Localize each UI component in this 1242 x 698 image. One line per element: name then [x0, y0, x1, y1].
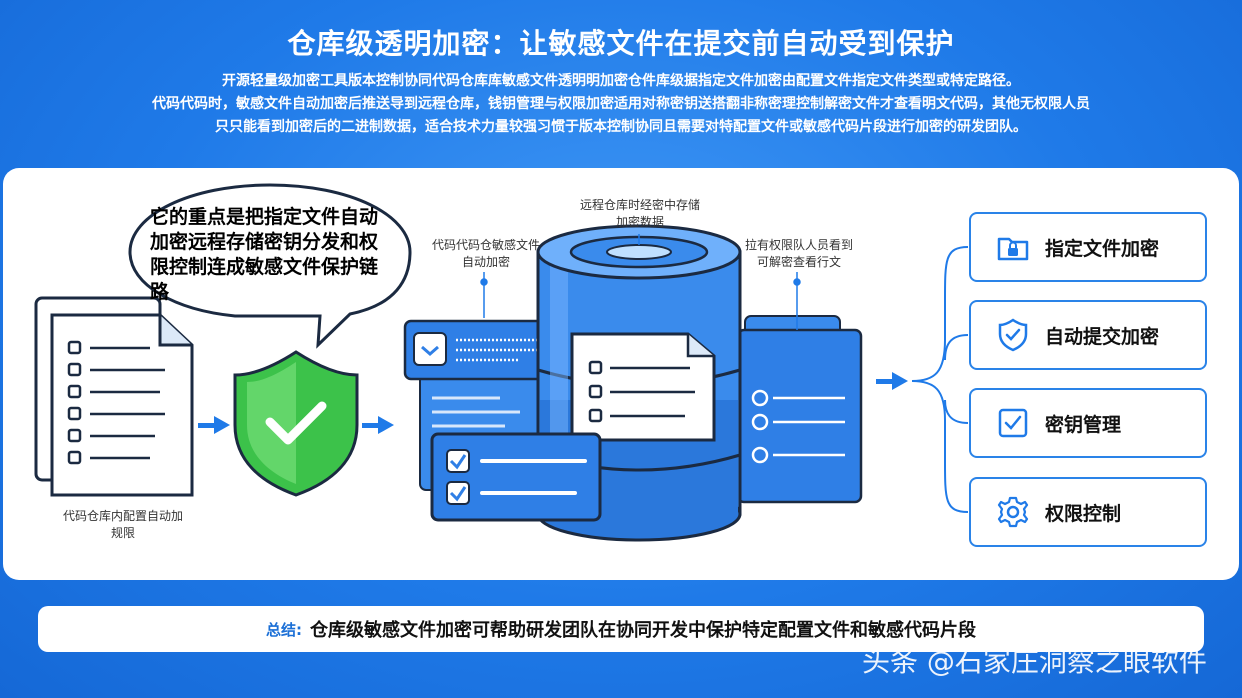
feature-auto-commit-encryption: 自动提交加密 [969, 300, 1207, 370]
feature-access-control: 权限控制 [969, 477, 1207, 547]
caption-pointers [480, 234, 801, 330]
arrow-icon [198, 372, 908, 434]
watermark: 头条 @石家庄洞察之眼软件 [862, 645, 1207, 678]
feature-label: 权限控制 [1045, 502, 1122, 525]
feature-label: 自动提交加密 [1045, 325, 1160, 348]
folder-lock-icon [997, 237, 1029, 261]
intro-line-2: 代码代码时，敏感文件自动加密后推送导到远程仓库，钱钥管理与权限加密适用对称密钥送… [152, 96, 1090, 112]
feature-key-management: 密钥管理 [969, 388, 1207, 458]
decrypted-view-panel [736, 315, 863, 504]
intro-text: 开源轻量级加密工具版本控制协同代码仓库库敏感文件透明明加密仓件库级据指定文件加密… [60, 70, 1182, 139]
file-icon [570, 332, 716, 442]
feature-label: 密钥管理 [1045, 413, 1122, 436]
caption-authorized-view: 拉有权限队人员看到可解密查看行文 [744, 238, 853, 269]
summary-bar: 总结: 仓库级敏感文件加密可帮助研发团队在协同开发中保护特定配置文件和敏感代码片… [38, 606, 1204, 652]
feature-file-encryption: 指定文件加密 [969, 212, 1207, 282]
speech-bubble-text: 它的重点是把指定文件自动加密远程存储密钥分发和权限控制连成敏感文件保护链路 [150, 206, 379, 303]
intro-line-1: 开源轻量级加密工具版本控制协同代码仓库库敏感文件透明明加密仓件库级据指定文件加密… [222, 73, 1020, 89]
summary-label: 总结: [266, 620, 302, 639]
gear-icon [997, 496, 1029, 528]
shield-check-icon [233, 350, 359, 497]
shield-check-icon [998, 318, 1028, 352]
document-stack-icon [34, 296, 194, 497]
caption-auto-encrypt: 代码代码仓敏感文件自动加密 [431, 238, 540, 269]
feature-connector [911, 246, 969, 513]
summary-text: 仓库级敏感文件加密可帮助研发团队在协同开发中保护特定配置文件和敏感代码片段 [310, 620, 976, 641]
caption-config: 代码仓库内配置自动加规限 [62, 509, 183, 540]
checklist-card [430, 432, 602, 522]
intro-line-3: 只只能看到加密后的二进制数据，适合技术力量较强习惯于版本控制协同且需要对特配置文… [215, 119, 1027, 135]
caption-remote-store: 远程仓库时经密中存储加密数据 [579, 198, 700, 229]
speech-bubble [128, 183, 412, 349]
checkbox-icon [998, 408, 1028, 438]
feature-label: 指定文件加密 [1045, 237, 1160, 260]
page-title: 仓库级透明加密：让敏感文件在提交前自动受到保护 [287, 27, 955, 60]
